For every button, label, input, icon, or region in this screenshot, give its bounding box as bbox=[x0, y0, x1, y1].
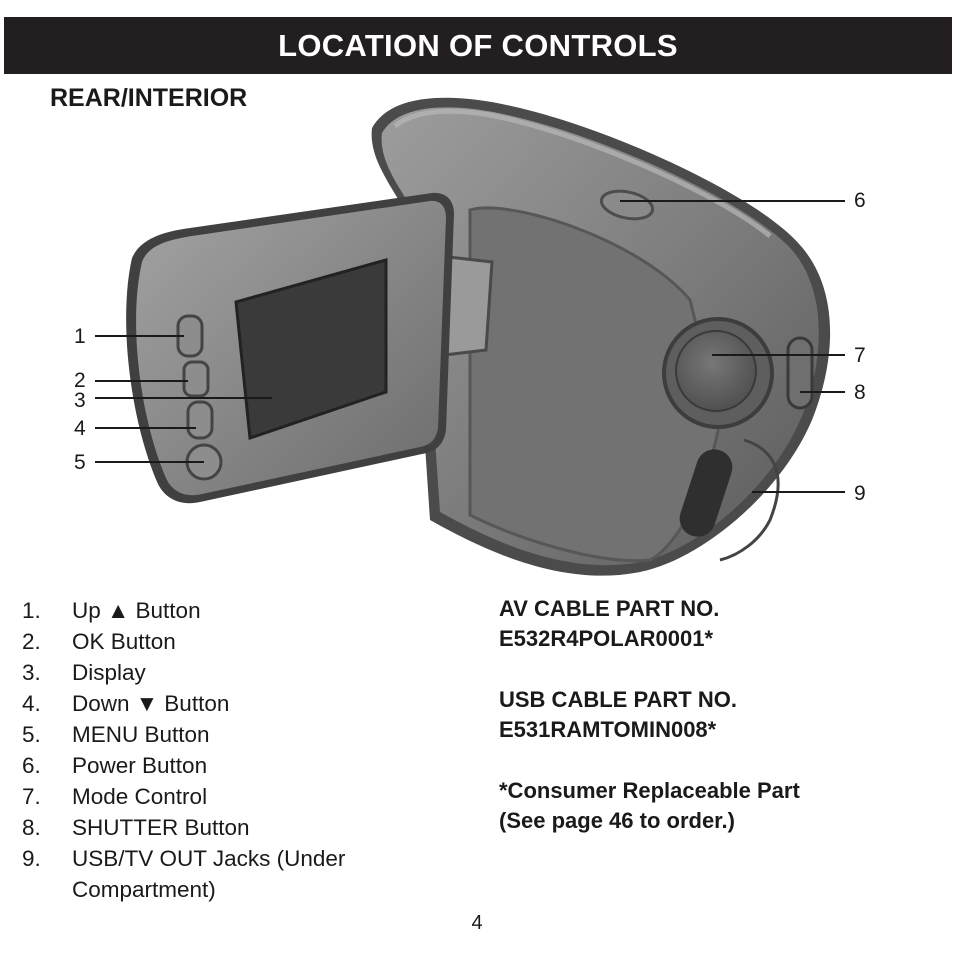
order-reference: (See page 46 to order.) bbox=[499, 808, 735, 833]
av-cable-note: AV CABLE PART NO. E532R4POLAR0001* bbox=[499, 594, 800, 654]
av-cable-label: AV CABLE PART NO. bbox=[499, 596, 720, 621]
power-button bbox=[599, 189, 655, 221]
legend-item: 7. Mode Control bbox=[22, 781, 402, 812]
page-number: 4 bbox=[471, 912, 483, 934]
legend-number: 9. bbox=[22, 846, 41, 871]
legend-number: 4. bbox=[22, 691, 41, 716]
legend-text: Power Button bbox=[72, 753, 208, 778]
legend-item: 5. MENU Button bbox=[22, 719, 402, 750]
callout-6: 6 bbox=[854, 189, 866, 212]
usb-cable-label: USB CABLE PART NO. bbox=[499, 687, 737, 712]
legend-text: Mode Control bbox=[72, 784, 208, 809]
callout-8: 8 bbox=[854, 381, 866, 404]
callout-7: 7 bbox=[854, 344, 866, 367]
legend-text: Up ▲ Button bbox=[72, 598, 201, 623]
legend-item: 1. Up ▲ Button bbox=[22, 595, 402, 626]
legend-number: 7. bbox=[22, 784, 41, 809]
legend-item: 3. Display bbox=[22, 657, 402, 688]
consumer-part-note: *Consumer Replaceable Part (See page 46 … bbox=[499, 776, 800, 836]
legend-item: 2. OK Button bbox=[22, 626, 402, 657]
down-button bbox=[186, 400, 214, 440]
legend-item: 8. SHUTTER Button bbox=[22, 812, 402, 843]
title-bar: LOCATION OF CONTROLS bbox=[4, 17, 952, 74]
legend-number: 2. bbox=[22, 629, 41, 654]
legend-number: 1. bbox=[22, 598, 41, 623]
callout-2: 2 bbox=[74, 369, 86, 392]
legend-number: 5. bbox=[22, 722, 41, 747]
callout-4: 4 bbox=[74, 417, 86, 440]
callout-3: 3 bbox=[74, 389, 86, 412]
legend-number: 8. bbox=[22, 815, 41, 840]
legend-item: 9. USB/TV OUT Jacks (Under Compartment) bbox=[22, 843, 402, 905]
legend-text: USB/TV OUT Jacks (Under Compartment) bbox=[72, 846, 346, 902]
legend-text: MENU Button bbox=[72, 722, 210, 747]
legend-text: OK Button bbox=[72, 629, 176, 654]
legend-text: SHUTTER Button bbox=[72, 815, 250, 840]
usb-cable-part-number: E531RAMTOMIN008* bbox=[499, 717, 717, 742]
camera-illustration bbox=[95, 97, 845, 576]
callout-5: 5 bbox=[74, 451, 86, 474]
controls-legend: 1. Up ▲ Button 2. OK Button 3. Display 4. Do… bbox=[22, 595, 402, 905]
callout-9: 9 bbox=[854, 482, 866, 505]
legend-number: 3. bbox=[22, 660, 41, 685]
ok-button bbox=[182, 360, 210, 398]
section-title: REAR/INTERIOR bbox=[50, 84, 248, 112]
lcd-screen bbox=[234, 258, 388, 441]
legend-number: 6. bbox=[22, 753, 41, 778]
page-title: LOCATION OF CONTROLS bbox=[278, 27, 678, 63]
usb-cable-note: USB CABLE PART NO. E531RAMTOMIN008* bbox=[499, 685, 800, 745]
legend-text: Display bbox=[72, 660, 146, 685]
callout-1: 1 bbox=[74, 325, 86, 348]
av-cable-part-number: E532R4POLAR0001* bbox=[499, 626, 714, 651]
legend-item: 4. Down ▼ Button bbox=[22, 688, 402, 719]
legend-item: 6. Power Button bbox=[22, 750, 402, 781]
shutter-button bbox=[786, 336, 814, 410]
legend-text: Down ▼ Button bbox=[72, 691, 230, 716]
part-notes: AV CABLE PART NO. E532R4POLAR0001* USB C… bbox=[499, 594, 800, 867]
consumer-part-label: *Consumer Replaceable Part bbox=[499, 778, 800, 803]
